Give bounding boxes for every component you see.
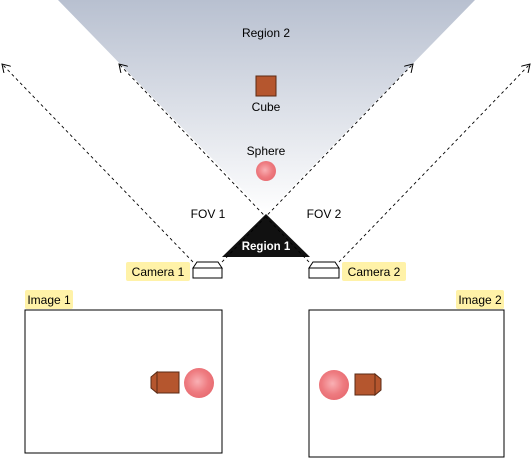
camera2-fov-ray-left bbox=[119, 64, 310, 263]
sphere-label: Sphere bbox=[247, 144, 286, 158]
region1-triangle bbox=[222, 214, 310, 257]
camera1-fov-ray-right bbox=[221, 64, 413, 263]
image1-label-bg bbox=[25, 290, 73, 309]
camera1-label: Camera 1 bbox=[132, 265, 185, 279]
camera1-label-bg bbox=[126, 262, 190, 281]
camera2-fov-ray-right bbox=[338, 64, 530, 263]
region1-label: Region 1 bbox=[242, 241, 291, 253]
sphere-shape bbox=[256, 161, 276, 181]
camera2-base bbox=[308, 267, 340, 279]
camera2-label-bg bbox=[342, 262, 406, 281]
image1-cube-face bbox=[156, 371, 180, 394]
image2-cube-side bbox=[374, 372, 382, 397]
cube-shape bbox=[255, 75, 277, 97]
fov2-label: FOV 2 bbox=[307, 207, 342, 221]
image2-label-bg bbox=[456, 290, 504, 309]
camera1-body bbox=[192, 261, 223, 269]
fov1-label: FOV 1 bbox=[191, 207, 226, 221]
camera1-base bbox=[192, 267, 223, 279]
region2-cone bbox=[58, 0, 475, 214]
image2-label: Image 2 bbox=[458, 293, 502, 307]
camera1-fov-ray-left bbox=[2, 64, 194, 263]
camera2-body bbox=[308, 261, 340, 269]
image2-cube-face bbox=[354, 373, 376, 396]
region2-label: Region 2 bbox=[242, 26, 290, 40]
image2-sphere bbox=[319, 370, 349, 400]
image1-label: Image 1 bbox=[27, 293, 71, 307]
image1-sphere bbox=[184, 368, 214, 398]
camera2-label: Camera 2 bbox=[348, 265, 401, 279]
cube-label: Cube bbox=[252, 100, 281, 114]
